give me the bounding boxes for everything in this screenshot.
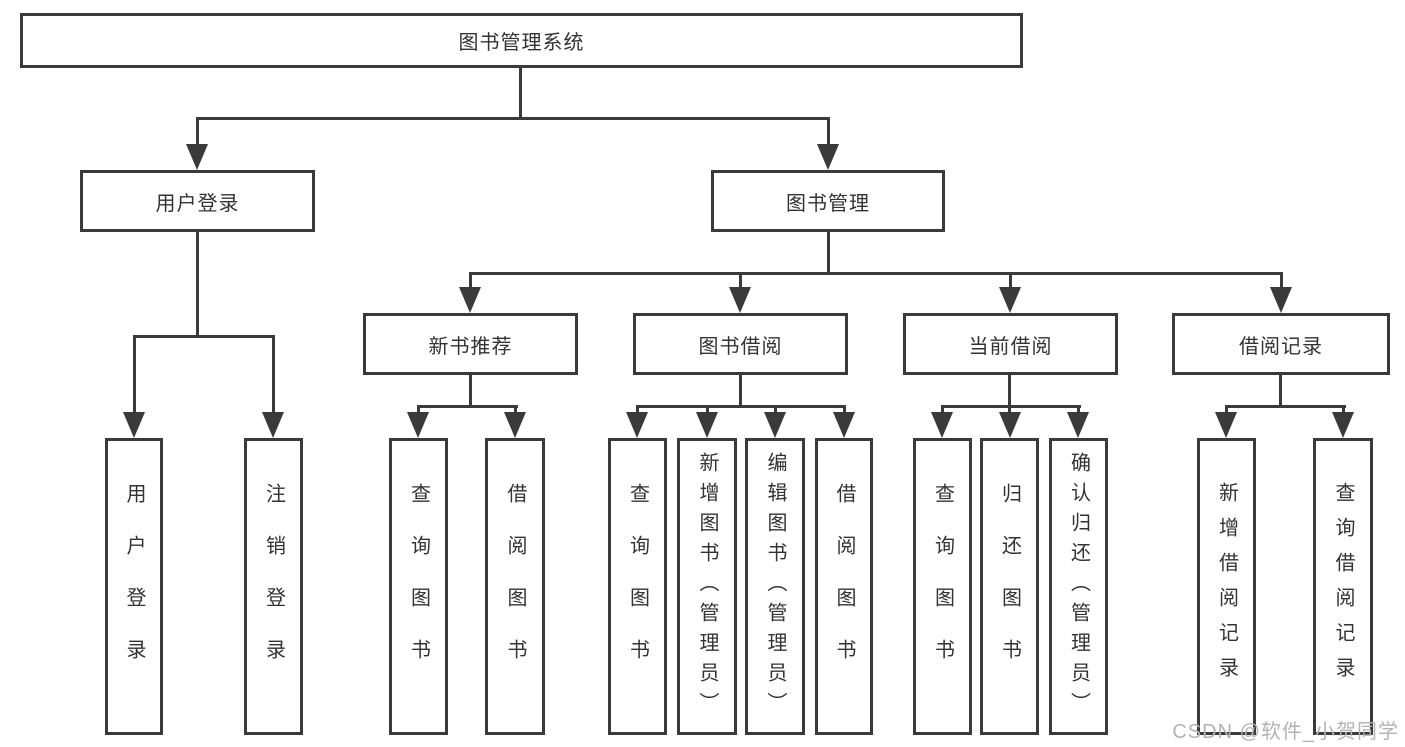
connector-line (1342, 405, 1345, 414)
connector-line (1279, 375, 1282, 408)
connector-line (1008, 375, 1011, 408)
connector-line (1225, 405, 1346, 408)
leaf-query-books-recommend: 查询图书 (389, 438, 448, 735)
node-book-management: 图书管理 (711, 170, 945, 232)
arrow-down-icon (1215, 412, 1237, 438)
connector-line (941, 405, 944, 414)
arrow-down-icon (186, 144, 208, 170)
node-label: 新书推荐 (428, 335, 513, 358)
connector-line (636, 405, 846, 408)
arrow-down-icon (1067, 412, 1089, 438)
leaf-query-books-current: 查询图书 (913, 438, 972, 735)
leaf-borrow-books-recommend: 借阅图书 (485, 438, 545, 735)
connector-line (1009, 272, 1012, 289)
node-label: 当前借阅 (968, 335, 1053, 358)
csdn-watermark: CSDN @软件_小贺同学 (1172, 721, 1399, 743)
arrow-down-icon (999, 412, 1021, 438)
leaf-add-borrow-record: 新增借阅记录 (1197, 438, 1256, 735)
leaf-logout: 注销登录 (244, 438, 303, 735)
leaf-label: 新增借阅记录 (1215, 481, 1238, 692)
connector-line (941, 405, 1081, 408)
connector-line (774, 405, 777, 414)
arrow-down-icon (504, 412, 526, 438)
leaf-label: 查询借阅记录 (1332, 481, 1354, 692)
leaf-edit-books-admin: 编辑图书（管理员） (745, 438, 805, 735)
node-label: 图书管理系统 (458, 32, 585, 54)
connector-line (469, 375, 472, 408)
leaf-borrow-books-borrowing: 借阅图书 (815, 438, 873, 735)
connector-line (417, 405, 420, 414)
arrow-down-icon (459, 287, 481, 313)
leaf-label: 归还图书 (998, 482, 1021, 691)
arrow-down-icon (123, 412, 145, 438)
leaf-query-borrow-record: 查询借阅记录 (1313, 438, 1373, 735)
node-label: 图书借阅 (698, 335, 783, 358)
node-label: 图书管理 (786, 192, 870, 215)
connector-line (1225, 405, 1228, 414)
node-label: 借阅记录 (1239, 335, 1323, 358)
leaf-label: 注销登录 (262, 482, 285, 691)
arrow-down-icon (696, 412, 718, 438)
connector-line (196, 117, 199, 146)
leaf-query-books-borrowing: 查询图书 (608, 438, 667, 735)
connector-line (514, 405, 517, 414)
connector-line (739, 272, 742, 289)
leaf-confirm-return-admin: 确认归还（管理员） (1049, 438, 1108, 735)
arrow-down-icon (407, 412, 429, 438)
connector-line (1008, 405, 1011, 414)
node-user-login: 用户登录 (80, 170, 315, 232)
connector-line (636, 405, 639, 414)
leaf-label: 用户登录 (123, 482, 145, 691)
connector-line (417, 405, 518, 408)
arrow-down-icon (626, 412, 648, 438)
arrow-down-icon (1270, 287, 1292, 313)
node-label: 用户登录 (155, 192, 240, 215)
connector-line (469, 272, 1283, 275)
node-library-management-system: 图书管理系统 (20, 13, 1023, 68)
arrow-down-icon (262, 412, 284, 438)
arrow-down-icon (817, 144, 839, 170)
arrow-down-icon (1332, 412, 1354, 438)
connector-line (133, 335, 136, 414)
arrow-down-icon (931, 412, 953, 438)
leaf-add-books-admin: 新增图书（管理员） (677, 438, 737, 735)
leaf-user-login: 用户登录 (105, 438, 163, 735)
arrow-down-icon (833, 412, 855, 438)
leaf-label: 查询图书 (931, 482, 954, 691)
arrow-down-icon (729, 287, 751, 313)
connector-line (827, 232, 830, 275)
connector-line (739, 375, 742, 408)
arrow-down-icon (999, 287, 1021, 313)
node-new-book-recommend: 新书推荐 (363, 313, 578, 375)
leaf-label: 查询图书 (626, 482, 649, 691)
node-book-borrowing: 图书借阅 (633, 313, 848, 375)
connector-line (196, 117, 830, 120)
connector-line (843, 405, 846, 414)
leaf-label: 新增图书（管理员） (696, 451, 718, 722)
connector-line (1280, 272, 1283, 289)
leaf-label: 查询图书 (407, 482, 430, 691)
connector-line (519, 68, 522, 120)
leaf-label: 确认归还（管理员） (1067, 451, 1090, 722)
connector-line (133, 335, 275, 338)
connector-line (196, 232, 199, 338)
connector-line (272, 335, 275, 414)
arrow-down-icon (764, 412, 786, 438)
node-current-borrowing: 当前借阅 (903, 313, 1118, 375)
connector-line (706, 405, 709, 414)
leaf-return-books: 归还图书 (980, 438, 1039, 735)
node-borrowing-records: 借阅记录 (1172, 313, 1390, 375)
connector-line (827, 117, 830, 146)
connector-line (1077, 405, 1080, 414)
leaf-label: 借阅图书 (833, 482, 855, 691)
leaf-label: 编辑图书（管理员） (764, 451, 786, 722)
connector-line (469, 272, 472, 289)
leaf-label: 借阅图书 (504, 482, 526, 691)
